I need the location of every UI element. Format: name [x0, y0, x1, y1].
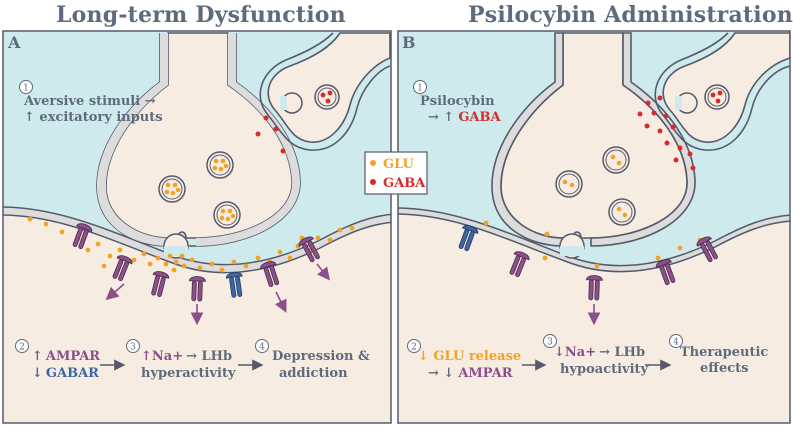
step-1: 1 Psilocybin → ↑GABA [413, 80, 501, 125]
panel-a-frame [2, 30, 392, 424]
step-4: 4 Therapeutic effects [669, 334, 768, 376]
vesicle-glu [206, 151, 234, 179]
gabar-receptor [226, 272, 243, 298]
svg-text:Therapeutic: Therapeutic [680, 345, 768, 360]
svg-text:Aversive stimuli →: Aversive stimuli → [23, 94, 156, 109]
svg-text:hyperactivity: hyperactivity [141, 366, 236, 381]
ampar-receptor [151, 271, 170, 297]
step-2: 2 ↑AMPAR ↓GABAR [15, 339, 100, 381]
vesicle-gaba [704, 84, 730, 110]
ampar-receptor [260, 261, 280, 288]
step-3: 3 ↑Na+→ LHb hyperactivity [126, 339, 236, 381]
vesicle-glu [213, 201, 241, 229]
step-4: 4 Depression & addiction [255, 339, 370, 381]
panel-b-letter: B [402, 33, 416, 52]
step-1: 1 Aversive stimuli → ↑ excitatory inputs [19, 80, 163, 125]
gabar-receptor [458, 225, 479, 252]
legend-gaba-swatch [370, 179, 376, 185]
vesicle-glu [158, 175, 186, 203]
gabaergic-terminal [662, 32, 790, 143]
panel-b-title: Psilocybin Administration [468, 2, 793, 28]
ampar-receptor [298, 236, 320, 263]
ampar-receptor [112, 255, 133, 282]
legend-glu-label: GLU [383, 157, 415, 172]
panel-b: 1 Psilocybin → ↑GABA 2 ↓ GLU release → ↓… [398, 31, 790, 423]
svg-text:1: 1 [417, 84, 423, 94]
step-3: 3 ↓Na+→ LHb hypoactivity [543, 334, 649, 377]
step-2: 2 ↓ GLU release → ↓AMPAR [407, 339, 521, 381]
svg-text:↑Na+→ LHb: ↑Na+→ LHb [141, 349, 232, 364]
panel-a-letter: A [7, 33, 21, 52]
released-gaba [637, 95, 696, 171]
svg-text:4: 4 [673, 338, 679, 348]
vesicle-glu [602, 146, 630, 174]
released-gaba [255, 115, 286, 154]
postsynaptic-membrane-inner [3, 214, 391, 274]
svg-text:Psilocybin: Psilocybin [420, 94, 495, 109]
svg-text:2: 2 [411, 343, 417, 353]
panel-a: 1 Aversive stimuli → ↑ excitatory inputs… [3, 31, 391, 423]
svg-text:→ ↓AMPAR: → ↓AMPAR [428, 366, 513, 381]
svg-text:↓GABAR: ↓GABAR [32, 366, 99, 381]
panel-a-title: Long-term Dysfunction [56, 2, 346, 28]
svg-text:effects: effects [700, 361, 748, 376]
svg-text:hypoactivity: hypoactivity [560, 362, 649, 377]
influx-arrows [105, 263, 330, 326]
svg-text:↓ GLU release: ↓ GLU release [418, 349, 521, 364]
svg-text:3: 3 [130, 343, 136, 353]
svg-text:2: 2 [19, 343, 25, 353]
vesicle-gaba [314, 84, 340, 110]
svg-text:→ ↑GABA: → ↑GABA [428, 110, 501, 125]
ampar-receptor [655, 259, 676, 286]
vesicle-glu [555, 170, 583, 198]
svg-text:↑AMPAR: ↑AMPAR [32, 349, 100, 364]
svg-text:3: 3 [547, 338, 553, 348]
released-glu [27, 216, 355, 273]
svg-text:1: 1 [23, 84, 29, 94]
svg-text:Depression &: Depression & [272, 349, 370, 364]
postsynaptic-membrane [3, 208, 391, 272]
vesicle-glu [608, 198, 636, 226]
ampar-receptor [72, 223, 93, 250]
svg-text:↑ excitatory inputs: ↑ excitatory inputs [24, 110, 163, 125]
ampar-receptor [696, 236, 718, 263]
ampar-receptor [586, 275, 603, 301]
legend-gaba-label: GABA [383, 176, 426, 191]
panel-b-frame [397, 30, 791, 424]
svg-text:4: 4 [259, 343, 265, 353]
ampar-receptor [189, 276, 206, 302]
legend-glu-swatch [370, 160, 376, 166]
svg-text:↓Na+→ LHb: ↓Na+→ LHb [554, 345, 645, 360]
svg-text:addiction: addiction [279, 366, 348, 381]
ampar-receptor [509, 251, 530, 278]
legend: GLU GABA [364, 151, 428, 195]
